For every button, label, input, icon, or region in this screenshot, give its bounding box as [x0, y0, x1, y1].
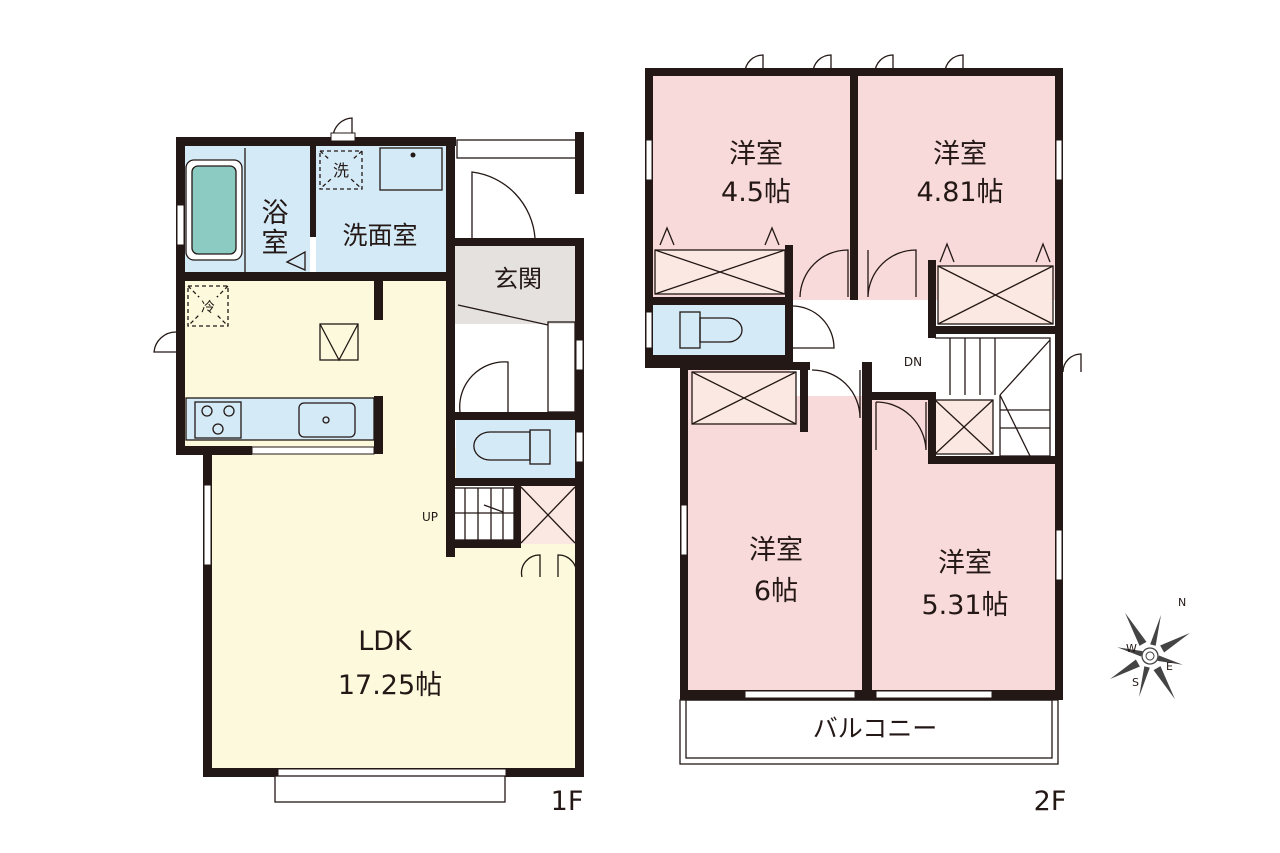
ldk-label: LDK	[358, 626, 413, 657]
floor-label-2f: 2F	[1034, 786, 1067, 817]
compass-n: N	[1178, 596, 1186, 609]
fridge-label: 冷	[201, 300, 215, 316]
fridge-space-icon	[187, 285, 229, 327]
toilet-icon	[473, 429, 551, 465]
hall-door-icon	[459, 361, 509, 413]
room-size: 6帖	[754, 576, 798, 607]
bathroom-label-1: 浴	[262, 198, 289, 229]
compass-icon: N S E W	[1110, 596, 1190, 700]
compass-e: E	[1166, 660, 1173, 673]
floor-label-1f: 1F	[551, 786, 584, 817]
entrance-label: 玄関	[494, 265, 542, 293]
doors-2f	[744, 54, 1082, 451]
room-size: 4.81帖	[916, 177, 1003, 208]
kitchen-counter	[185, 397, 375, 441]
toilet-2f	[653, 305, 790, 355]
toilet-1f	[456, 420, 576, 478]
bathroom-label-2: 室	[262, 228, 289, 259]
room-size: 5.31帖	[921, 590, 1008, 621]
room-size: 4.5帖	[721, 177, 791, 208]
compass-s: S	[1132, 676, 1139, 689]
balcony-label: バルコニー	[813, 714, 938, 743]
room-name: 洋室	[729, 139, 783, 170]
entrance-hall	[455, 246, 575, 324]
stairs-1f-bg	[450, 485, 516, 545]
toilet-icon-2f	[679, 311, 743, 349]
sink-icon	[298, 402, 356, 438]
stove-icon	[194, 401, 242, 439]
bedroom-4-81	[858, 76, 1055, 300]
compass-w: W	[1126, 642, 1137, 655]
closets-2f	[654, 226, 1054, 455]
washroom-label: 洗面室	[342, 221, 417, 250]
windows-1f	[176, 132, 584, 803]
entrance-door-icon	[471, 171, 536, 245]
floor-2f: DN	[645, 54, 1082, 817]
room-name: 洋室	[933, 139, 987, 170]
stairs-up-label: UP	[422, 510, 438, 524]
washer-label: 洗	[333, 161, 349, 180]
floor-1f: 洗 冷	[153, 117, 584, 817]
washer-space-icon	[319, 150, 363, 190]
side-door-icon	[153, 331, 177, 353]
ldk-size: 17.25帖	[338, 670, 442, 701]
room-name: 洋室	[749, 535, 803, 566]
windows-2f	[645, 139, 1063, 699]
stairs-down-label: DN	[904, 355, 922, 369]
room-name: 洋室	[938, 548, 992, 579]
